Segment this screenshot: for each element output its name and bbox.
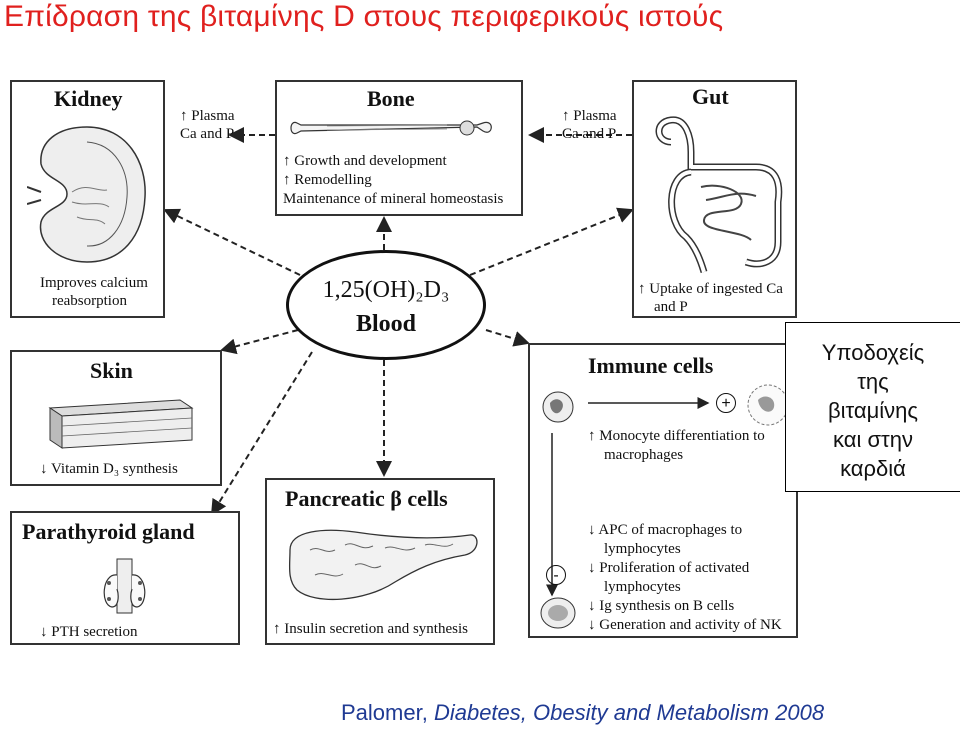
plus-sign: +	[716, 393, 736, 413]
receptor-line-2: της	[857, 369, 889, 394]
gut-title: Gut	[692, 84, 729, 109]
kidney-illustration	[27, 126, 146, 263]
calcitriol-blood-node: 1,25(OH)₂D₃ Blood	[286, 250, 486, 360]
citation: Palomer, Diabetes, Obesity and Metabolis…	[341, 700, 824, 726]
bone-title: Bone	[367, 86, 415, 111]
immune-down-effect-1: ↓ APC of macrophages to	[588, 522, 743, 538]
bone-effect-2: ↑ Remodelling	[283, 172, 372, 188]
pancreas-illustration	[288, 529, 478, 601]
pancreas-title: Pancreatic β cells	[285, 486, 448, 511]
skin-title: Skin	[90, 358, 133, 383]
immune-down-effect-5: ↓ Ig synthesis on B cells	[588, 598, 735, 614]
kidney-effect-line1: Improves calcium	[40, 275, 148, 291]
bone-box: Bone ↑ Growth and development ↑ Remodell…	[275, 80, 523, 216]
bone-effect-1: ↑ Growth and development	[283, 153, 447, 169]
skin-effect: ↓ Vitamin D₃ synthesis	[40, 461, 178, 477]
arrow-to-immune	[485, 329, 530, 347]
plasma-left-line1: ↑ Plasma	[180, 108, 235, 124]
arrow-to-gut	[469, 207, 634, 276]
citation-journal: Diabetes, Obesity and Metabolism 2008	[433, 700, 825, 725]
arrow-to-skin	[220, 329, 299, 355]
bone-effect-3: Maintenance of mineral homeostasis	[283, 191, 504, 207]
immune-down-effect-6: ↓ Generation and activity of NK	[588, 617, 782, 633]
plasma-left-line2: Ca and P	[180, 126, 235, 142]
receptor-line-5: καρδιά	[840, 456, 906, 481]
parathyroid-title: Parathyroid gland	[22, 519, 195, 544]
gut-effect-line2: and P	[654, 299, 688, 315]
minus-sign: -	[546, 565, 566, 585]
receptor-line-3: βιταμίνης	[827, 398, 919, 423]
plasma-right-line1: ↑ Plasma	[562, 108, 617, 124]
skin-illustration	[48, 399, 194, 449]
parathyroid-illustration	[103, 558, 146, 614]
gut-illustration	[655, 116, 783, 274]
immune-box: Immune cells + - ↑ Monocyte differentiat…	[528, 343, 798, 638]
kidney-box: Kidney Improves calcium reabsorption	[10, 80, 165, 318]
immune-effect-line1: ↑ Monocyte differentiation to	[588, 428, 765, 444]
arrow-to-kidney	[163, 208, 301, 276]
receptor-line-1: Υποδοχείς	[821, 340, 925, 365]
parathyroid-effect: ↓ PTH secretion	[40, 624, 138, 640]
plasma-right-line2: Ca and P	[562, 126, 617, 142]
slide-title: Επίδραση της βιταμίνης D στους περιφερικ…	[4, 0, 724, 33]
gut-box: Gut ↑ Uptake of ingested Ca and P	[632, 80, 797, 318]
parathyroid-box: Parathyroid gland ↓ PTH secretion	[10, 511, 240, 645]
receptor-note: Υποδοχείς της βιταμίνης και στην καρδιά	[785, 322, 960, 492]
arrow-to-parathyroid	[210, 351, 313, 516]
gut-effect-line1: ↑ Uptake of ingested Ca	[638, 281, 783, 297]
immune-down-effect-4: lymphocytes	[604, 579, 681, 595]
receptor-line-4: και στην	[833, 427, 913, 452]
kidney-effect-line2: reabsorption	[52, 293, 127, 309]
pancreas-box: Pancreatic β cells ↑ Insulin secretion a…	[265, 478, 495, 645]
kidney-title: Kidney	[54, 86, 123, 111]
citation-author: Palomer,	[341, 700, 428, 725]
skin-box: Skin ↓ Vitamin D₃ synthesis	[10, 350, 222, 486]
immune-title: Immune cells	[588, 353, 714, 378]
immune-effect-line2: macrophages	[604, 447, 684, 463]
blood-label: Blood	[355, 311, 417, 337]
bone-illustration	[290, 120, 492, 136]
pancreas-effect: ↑ Insulin secretion and synthesis	[273, 621, 468, 637]
calcitriol-formula: 1,25(OH)₂D₃	[322, 277, 450, 303]
immune-down-effect-3: ↓ Proliferation of activated	[588, 560, 750, 576]
immune-down-effect-2: lymphocytes	[604, 541, 681, 557]
